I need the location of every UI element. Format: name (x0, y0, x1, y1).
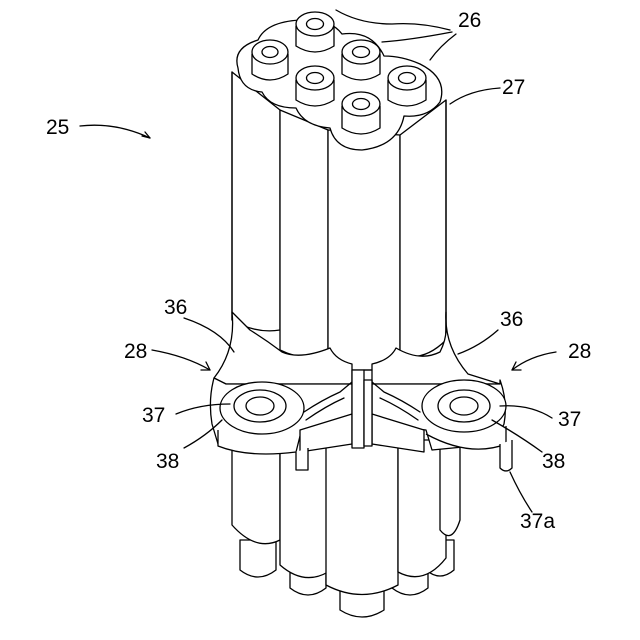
tube-end-6 (342, 92, 380, 134)
label-hole-right: 38 (542, 450, 565, 473)
tube-end-4 (296, 66, 334, 106)
tube-end-5 (388, 66, 426, 106)
label-assembly: 25 (46, 116, 69, 139)
label-flange-right: 36 (500, 308, 523, 331)
label-bundle-top: 27 (502, 76, 525, 99)
label-eye-left: 37 (142, 404, 165, 427)
label-pin: 37a (520, 510, 555, 533)
label-bracket-left: 28 (124, 340, 147, 363)
label-tubes: 26 (458, 9, 481, 32)
label-hole-left: 38 (156, 450, 179, 473)
label-flange-left: 36 (164, 296, 187, 319)
label-eye-right: 37 (558, 408, 581, 431)
tube-end-3 (342, 40, 380, 80)
tube-end-2 (296, 12, 334, 52)
label-bracket-right: 28 (568, 340, 591, 363)
tube-end-1 (252, 40, 288, 80)
tube-bundle-lower (232, 440, 460, 617)
center-split (352, 370, 372, 448)
